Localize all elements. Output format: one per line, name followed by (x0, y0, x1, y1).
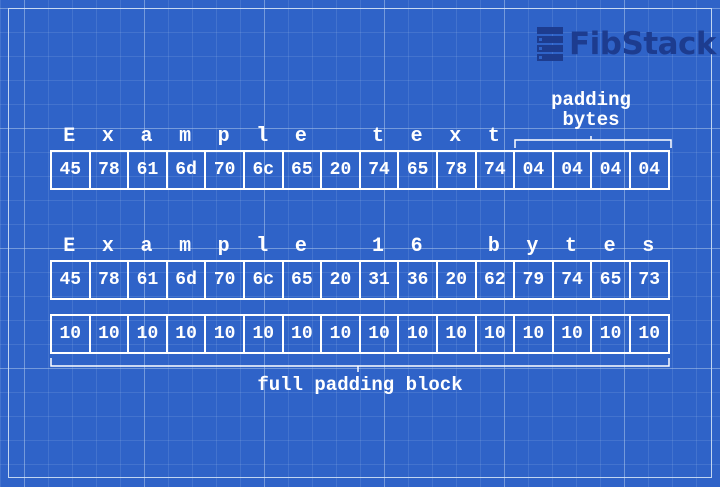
example2-byte-cell: 62 (476, 260, 516, 300)
example1-char (320, 126, 359, 148)
example2-byte-cell: 31 (360, 260, 400, 300)
example1-byte-cell: 04 (515, 150, 554, 190)
example1-byte-cell: 04 (592, 150, 631, 190)
example2-byte-cell: 79 (515, 260, 554, 300)
example1-char (590, 126, 629, 148)
full-padding-block-label: full padding block (257, 374, 463, 396)
example1-char: e (410, 125, 423, 148)
example2-char: a (140, 235, 153, 258)
example2-byte-cell: 78 (90, 260, 130, 300)
padding-byte-cell: 10 (476, 314, 516, 354)
example1-char: E (63, 125, 76, 148)
example1-byte-cell: 74 (476, 150, 516, 190)
example1-char: x (449, 125, 462, 148)
example2-byte-cell: 6d (167, 260, 207, 300)
padding-label-line2: bytes (562, 109, 620, 131)
example1-char (629, 126, 668, 148)
example2-char: 6 (410, 235, 423, 258)
example2-byte-cell: 36 (399, 260, 438, 300)
example2-byte-cell: 6c (244, 260, 284, 300)
padding-byte-cell: 10 (360, 314, 400, 354)
example2-byte-cell: 74 (553, 260, 593, 300)
example1-byte-cell: 04 (553, 150, 593, 190)
example2-char: p (217, 235, 230, 258)
example2-char: e (294, 235, 307, 258)
example2-byte-cell: 20 (437, 260, 477, 300)
padding-byte-cell: 10 (167, 314, 207, 354)
full-padding-bracket (50, 358, 670, 372)
example1-byte-cell: 78 (437, 150, 477, 190)
example2-byte-cell: 65 (283, 260, 323, 300)
padding-byte-cell: 10 (52, 314, 91, 354)
padding-byte-cell: 10 (322, 314, 361, 354)
example1-byte-cell: 78 (90, 150, 130, 190)
example1-byte-cell: 6c (244, 150, 284, 190)
example1-char (552, 126, 591, 148)
example2-char: s (642, 235, 655, 258)
example1-char: m (179, 125, 192, 148)
padding-byte-cell: 10 (399, 314, 438, 354)
example2-char: 1 (372, 235, 385, 258)
padding-byte-cell: 10 (90, 314, 130, 354)
example2-char: y (526, 235, 539, 258)
example2-char: m (179, 235, 192, 258)
padding-byte-cell: 10 (206, 314, 245, 354)
example2-byte-cell: 45 (52, 260, 91, 300)
padding-byte-cell: 10 (553, 314, 593, 354)
padding-label-line1: padding (551, 89, 631, 111)
padding-bytes-label: padding bytes (515, 90, 667, 130)
example1-char: x (101, 125, 114, 148)
example2-char (436, 236, 475, 258)
example1-char (513, 126, 552, 148)
example2-char: E (63, 235, 76, 258)
example1-char: p (217, 125, 230, 148)
example1-char: t (487, 125, 500, 148)
example2-byte-cell: 65 (592, 260, 631, 300)
brand-name: FibStack (569, 26, 717, 62)
example1-byte-cell: 74 (360, 150, 400, 190)
example1-byte-cell: 20 (322, 150, 361, 190)
brand-logo: FibStack (537, 24, 717, 64)
example2-byte-cell: 70 (206, 260, 245, 300)
blueprint-frame (8, 8, 712, 478)
example2-char: t (565, 235, 578, 258)
padding-byte-cell: 10 (630, 314, 670, 354)
example1-char: t (372, 125, 385, 148)
example1-byte-cell: 65 (283, 150, 323, 190)
example2-byte-cell: 20 (322, 260, 361, 300)
example2-byte-cell: 61 (129, 260, 168, 300)
example1-byte-cell: 61 (129, 150, 168, 190)
example1-char: e (294, 125, 307, 148)
example1-byte-cell: 70 (206, 150, 245, 190)
example2-char: e (603, 235, 616, 258)
padding-byte-cell: 10 (515, 314, 554, 354)
example2-char: b (487, 235, 500, 258)
example1-byte-cell: 65 (399, 150, 438, 190)
fibstack-logo-icon (537, 27, 563, 61)
padding-byte-cell: 10 (129, 314, 168, 354)
example2-char (320, 236, 359, 258)
example1-char: l (256, 125, 269, 148)
padding-byte-cell: 10 (437, 314, 477, 354)
padding-bytes-bracket (514, 136, 672, 148)
example1-char: a (140, 125, 153, 148)
example2-char: x (101, 235, 114, 258)
padding-byte-cell: 10 (244, 314, 284, 354)
padding-byte-cell: 10 (283, 314, 323, 354)
example2-char: l (256, 235, 269, 258)
padding-byte-cell: 10 (592, 314, 631, 354)
example1-byte-cell: 6d (167, 150, 207, 190)
example2-byte-cell: 73 (630, 260, 670, 300)
example1-byte-cell: 04 (630, 150, 670, 190)
example1-byte-cell: 45 (52, 150, 91, 190)
